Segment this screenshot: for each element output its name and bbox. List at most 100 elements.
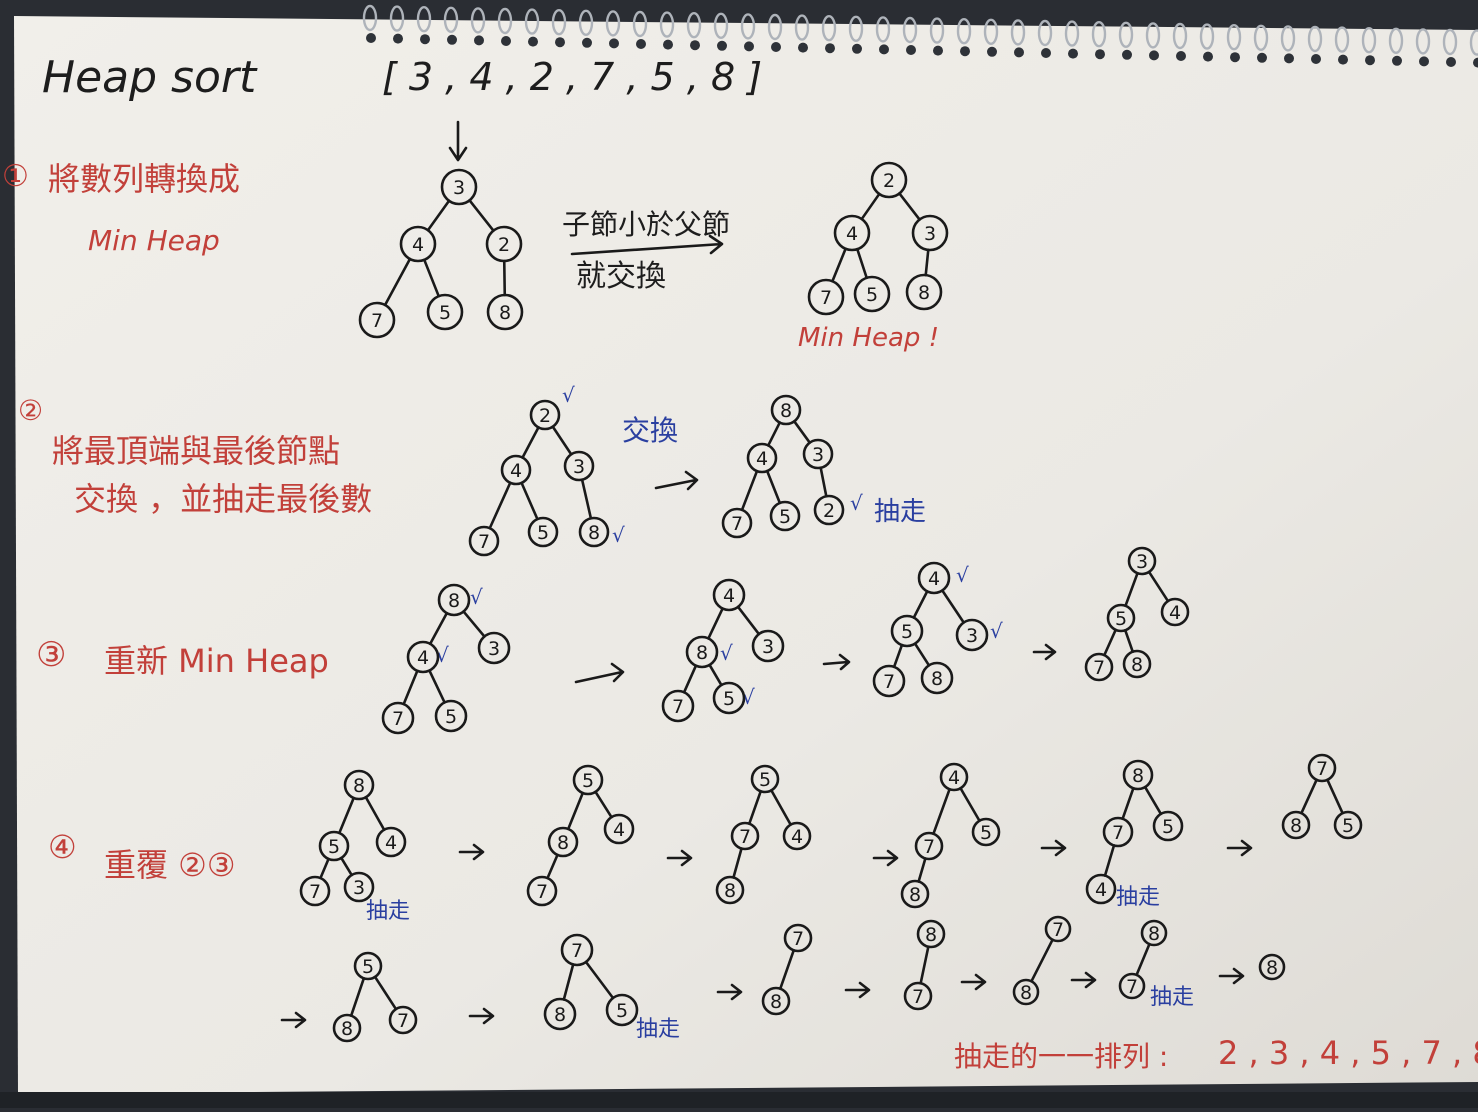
- binding-ring: [1253, 24, 1269, 51]
- heap-node: 4: [939, 762, 969, 792]
- node-circle: [1127, 546, 1157, 576]
- node-value: 7: [478, 531, 490, 553]
- binding-ring: [1442, 28, 1458, 56]
- heap-node: 8: [685, 635, 719, 669]
- heap-node: 7: [468, 525, 500, 557]
- tree-edge: [959, 786, 981, 823]
- heap-node: 7: [381, 701, 415, 735]
- node-circle: [955, 618, 989, 652]
- heap-node: 8: [332, 1013, 362, 1043]
- heap-node: 5: [1152, 810, 1184, 842]
- binding-hole: [1446, 57, 1456, 67]
- flow-arrow: [458, 843, 485, 861]
- node-circle: [813, 494, 845, 526]
- heap-node: 8: [343, 769, 375, 801]
- step2-line2: 交換 ，並抽走最後數: [74, 480, 372, 518]
- step4-arrows: [280, 839, 1253, 1029]
- tree-edge: [364, 795, 386, 832]
- tree-edge: [546, 853, 559, 880]
- heap-node: 7: [388, 1005, 418, 1035]
- binding-ring: [1118, 21, 1134, 48]
- tree-edge: [383, 257, 412, 307]
- heap-node: 3: [802, 438, 834, 470]
- tree-edge: [502, 259, 507, 297]
- tree-edge: [919, 945, 930, 985]
- node-value: 2: [539, 405, 551, 427]
- node-value: 7: [1093, 657, 1105, 679]
- node-value: 3: [924, 223, 936, 245]
- node-circle: [807, 278, 845, 316]
- tree-edge: [349, 977, 366, 1017]
- binding-hole: [717, 40, 727, 51]
- node-value: 2: [823, 500, 835, 522]
- binding-ring: [578, 9, 594, 36]
- node-circle: [1258, 953, 1286, 981]
- node-circle: [477, 631, 511, 665]
- heap-node: 3: [477, 631, 511, 665]
- binding-hole: [933, 45, 943, 56]
- node-value: 8: [1266, 957, 1278, 979]
- heap-node: 5: [434, 699, 468, 733]
- tree-edge: [924, 248, 930, 277]
- binding-ring: [929, 17, 945, 44]
- tree-edge: [462, 610, 486, 638]
- heap-node: 3: [911, 214, 949, 252]
- remove-note-c: 抽走: [636, 1017, 680, 1042]
- node-value: 8: [770, 991, 782, 1013]
- node-circle: [603, 813, 635, 845]
- node-value: 8: [588, 522, 600, 544]
- step3-arrow-3: [1032, 643, 1057, 661]
- heap-node: 5: [712, 681, 746, 715]
- heap-node: 8: [1258, 953, 1286, 981]
- tree-edge: [551, 425, 573, 456]
- node-circle: [715, 875, 745, 905]
- node-circle: [782, 821, 812, 851]
- node-value: 8: [557, 832, 569, 854]
- heap-node: 7: [661, 689, 695, 723]
- flow-arrow: [872, 849, 899, 867]
- binding-ring: [1307, 25, 1323, 53]
- node-value: 7: [392, 708, 404, 730]
- node-circle: [529, 399, 561, 431]
- tree-edge: [1147, 570, 1170, 603]
- heap-tree: 87: [1118, 919, 1168, 1000]
- binding-hole: [1230, 52, 1240, 63]
- binding-ring: [659, 11, 675, 38]
- heap-node: 3: [563, 450, 595, 482]
- node-circle: [399, 225, 437, 263]
- binding-hole: [1014, 47, 1024, 58]
- binding-hole: [1095, 49, 1105, 60]
- node-circle: [299, 875, 331, 907]
- node-value: 8: [931, 668, 943, 690]
- binding-hole: [852, 43, 862, 54]
- tree-edge: [1124, 571, 1139, 608]
- heap-node: 3: [440, 168, 478, 206]
- node-circle: [903, 981, 933, 1011]
- binding-hole: [1284, 53, 1294, 64]
- heap-node: 3: [343, 871, 375, 903]
- check-mark: √: [956, 563, 969, 587]
- binding-ring: [416, 6, 432, 33]
- binding-hole: [1419, 56, 1429, 67]
- tree-edge: [898, 192, 921, 221]
- heap-node: 2: [870, 161, 908, 199]
- tree-edge: [770, 789, 792, 826]
- node-circle: [751, 629, 785, 663]
- remove-note-d: 抽走: [1150, 985, 1194, 1010]
- binding-ring: [686, 12, 702, 39]
- node-circle: [900, 879, 930, 909]
- node-value: 8: [780, 400, 792, 422]
- flow-arrow: [1070, 971, 1097, 989]
- tree-edge: [892, 643, 904, 669]
- heap-node: 5: [318, 830, 350, 862]
- tree-edge: [428, 611, 449, 646]
- binding-ring: [983, 18, 999, 45]
- node-value: 4: [928, 568, 940, 590]
- tree-edge: [373, 975, 398, 1011]
- node-circle: [527, 516, 559, 548]
- node-value: 7: [923, 836, 935, 858]
- node-circle: [1012, 978, 1040, 1006]
